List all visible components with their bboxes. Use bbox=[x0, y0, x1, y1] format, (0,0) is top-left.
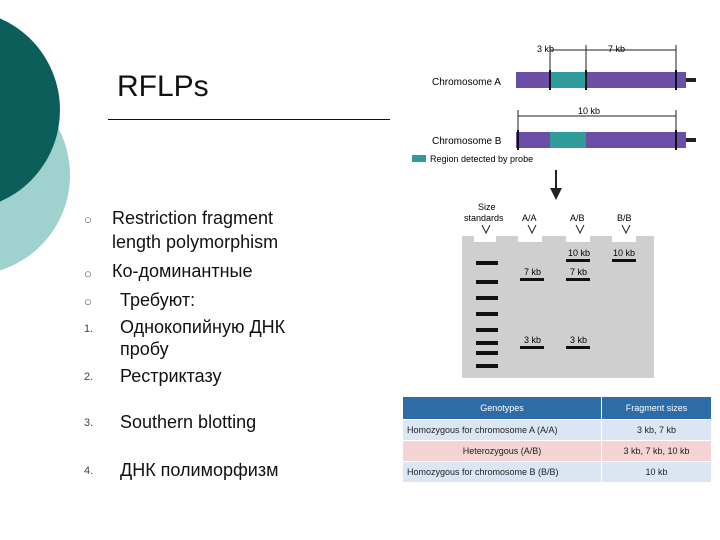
chromosome-b-bar bbox=[516, 132, 686, 148]
ladder-band bbox=[476, 261, 498, 265]
lane-marker bbox=[527, 224, 537, 235]
numbered-line: пробу bbox=[120, 339, 169, 359]
band-label-10kb: 10 kb bbox=[568, 248, 590, 258]
size-ladder bbox=[476, 261, 498, 368]
bullet-marker: ○ bbox=[84, 294, 92, 309]
arrow-down-icon bbox=[550, 188, 562, 200]
table-row: Heterozygous (A/B) 3 kb, 7 kb, 10 kb bbox=[402, 440, 712, 462]
numbered-marker: 1. bbox=[84, 323, 94, 335]
band-label-7kb: 7 kb bbox=[570, 267, 587, 277]
bullet-marker: ○ bbox=[84, 212, 92, 227]
lane-marker bbox=[575, 224, 585, 235]
chromosome-a-probe-region bbox=[550, 72, 586, 88]
ladder-band bbox=[476, 364, 498, 368]
lane-marker bbox=[481, 224, 491, 235]
header-genotypes: Genotypes bbox=[402, 396, 602, 420]
bullet-text: Ко-доминантные bbox=[112, 261, 253, 281]
lane-label-ab: A/B bbox=[570, 213, 585, 223]
ladder-band bbox=[476, 296, 498, 300]
bullet-marker: ○ bbox=[84, 266, 92, 281]
lane-label-bb: B/B bbox=[617, 213, 632, 223]
band-ab-3kb bbox=[566, 346, 590, 349]
legend-label: Region detected by probe bbox=[430, 154, 533, 164]
genotype-table: Genotypes Fragment sizes Homozygous for … bbox=[402, 396, 712, 483]
genotype-cell: Homozygous for chromosome B (B/B) bbox=[402, 461, 602, 483]
chromosome-b-end bbox=[686, 138, 696, 142]
ladder-band bbox=[476, 341, 498, 345]
numbered-marker: 4. bbox=[84, 465, 94, 477]
fragment-cell: 3 kb, 7 kb bbox=[601, 419, 712, 441]
chromosome-b-probe-region bbox=[550, 132, 586, 148]
standards-label: standards bbox=[464, 213, 504, 223]
band-label-3kb: 3 kb bbox=[524, 335, 541, 345]
size-label: Size bbox=[478, 202, 496, 212]
bullet-text: Требуют: bbox=[120, 290, 196, 310]
band-ab-10kb bbox=[566, 259, 590, 262]
numbered-text: Однокопийную ДНК пробу bbox=[120, 316, 285, 360]
genotype-cell: Homozygous for chromosome A (A/A) bbox=[402, 419, 602, 441]
table-row: Homozygous for chromosome B (B/B) 10 kb bbox=[402, 461, 712, 483]
table-header-row: Genotypes Fragment sizes bbox=[402, 396, 712, 420]
decorative-circles bbox=[0, 18, 70, 271]
chromosome-a-label: Chromosome A bbox=[432, 77, 501, 88]
numbered-line: Однокопийную ДНК bbox=[120, 317, 286, 337]
dim-label-7kb: 7 kb bbox=[608, 44, 625, 54]
band-label-10kb: 10 kb bbox=[613, 248, 635, 258]
slide-title: RFLPs bbox=[117, 70, 209, 103]
ladder-band bbox=[476, 328, 498, 332]
ladder-band bbox=[476, 280, 498, 284]
title-underline bbox=[108, 119, 390, 120]
lane-marker bbox=[621, 224, 631, 235]
genotype-cell: Heterozygous (A/B) bbox=[402, 440, 602, 462]
chromosome-a-bar bbox=[516, 72, 686, 88]
chromosome-a-end bbox=[686, 78, 696, 82]
fragment-cell: 10 kb bbox=[601, 461, 712, 483]
bullet-line: Restriction fragment bbox=[112, 208, 274, 228]
band-aa-3kb bbox=[520, 346, 544, 349]
rflp-figure: 3 kb 7 kb Chromosome A 10 kb Chromosome … bbox=[412, 44, 696, 378]
numbered-text: ДНК полиморфизм bbox=[120, 460, 279, 480]
lane-label-aa: A/A bbox=[522, 213, 537, 223]
numbered-text: Рестриктазу bbox=[120, 366, 222, 386]
numbered-marker: 2. bbox=[84, 371, 94, 383]
bullet-text: Restriction fragment length polymorphism bbox=[112, 206, 278, 254]
dim-label-3kb: 3 kb bbox=[537, 44, 554, 54]
numbered-marker: 3. bbox=[84, 417, 94, 429]
chromosome-b-label: Chromosome B bbox=[432, 136, 502, 147]
legend-swatch bbox=[412, 155, 426, 162]
band-bb-10kb bbox=[612, 259, 636, 262]
dark-teal-circle bbox=[0, 18, 60, 202]
gel bbox=[462, 236, 654, 378]
header-fragment-sizes: Fragment sizes bbox=[601, 396, 712, 420]
bullet-line: length polymorphism bbox=[112, 232, 279, 252]
ladder-band bbox=[476, 351, 498, 355]
band-aa-7kb bbox=[520, 278, 544, 281]
table-row: Homozygous for chromosome A (A/A) 3 kb, … bbox=[402, 419, 712, 441]
band-label-3kb: 3 kb bbox=[570, 335, 587, 345]
numbered-text: Southern blotting bbox=[120, 412, 257, 432]
band-label-7kb: 7 kb bbox=[524, 267, 541, 277]
band-ab-7kb bbox=[566, 278, 590, 281]
ladder-band bbox=[476, 312, 498, 316]
dim-label-10kb: 10 kb bbox=[578, 106, 600, 116]
fragment-cell: 3 kb, 7 kb, 10 kb bbox=[601, 440, 712, 462]
